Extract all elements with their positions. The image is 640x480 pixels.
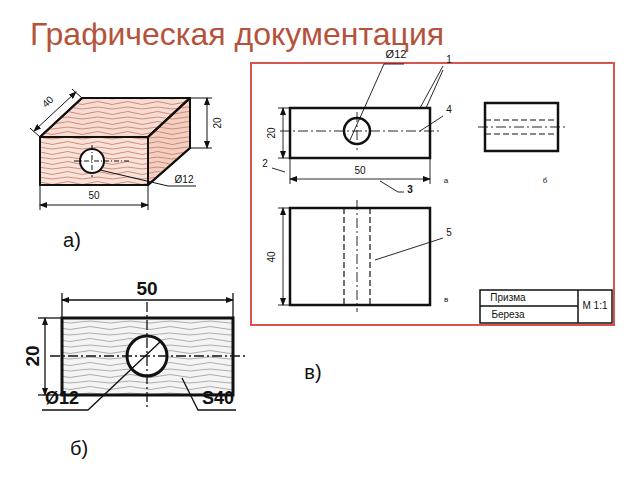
drawing-sheet	[251, 63, 614, 325]
dimension: Ø12	[386, 49, 407, 60]
dimension: 50	[136, 279, 157, 298]
dimension: 50	[88, 191, 99, 201]
dimension: Ø12	[45, 389, 79, 407]
table-cell: Береза	[490, 310, 525, 320]
panel-label: а)	[63, 230, 81, 250]
dimension: 40	[267, 251, 277, 262]
dimension: 40	[41, 95, 56, 110]
table-cell: Призма	[489, 293, 526, 303]
panel-label: б)	[70, 438, 88, 458]
dimension-lines-a	[30, 89, 212, 210]
callout-number: 1	[446, 55, 452, 65]
table-cell: М 1:1	[581, 301, 608, 311]
panel-label: в)	[304, 362, 321, 382]
view-letter: в	[444, 296, 448, 304]
callout-number: 3	[407, 185, 413, 195]
dimension: 20	[213, 117, 223, 128]
callout-number: 5	[446, 228, 452, 238]
dimension: S40	[202, 389, 234, 407]
dimension: 20	[267, 127, 277, 138]
callout-number: 4	[446, 105, 452, 115]
dimension: 20	[23, 345, 42, 366]
view-letter: б	[543, 177, 548, 185]
view-letter: а	[444, 177, 448, 185]
callout-number: 2	[262, 159, 268, 169]
slide-title: Графическая документация	[30, 18, 444, 50]
dimension: Ø12	[175, 175, 194, 185]
dimension-lines-b	[38, 293, 245, 410]
dimension: 50	[354, 166, 365, 176]
isometric-block	[40, 98, 190, 185]
